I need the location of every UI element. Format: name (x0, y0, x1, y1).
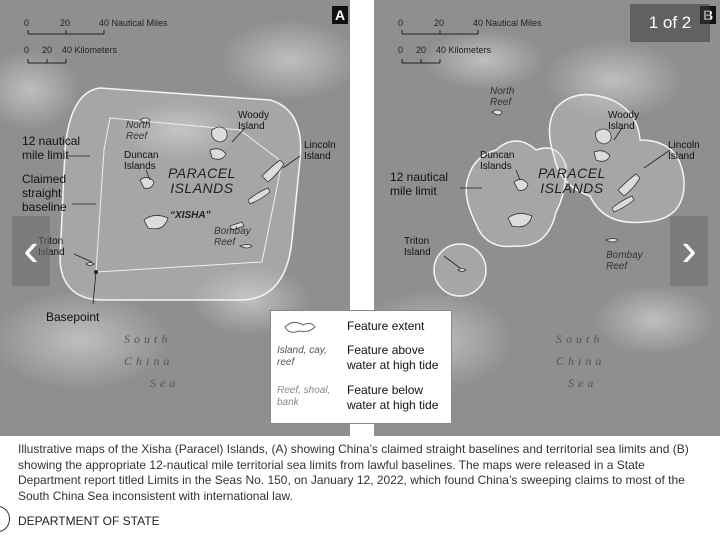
label-duncan-islands-b: Duncan Islands (480, 150, 515, 172)
chevron-left-icon[interactable]: ‹ (12, 216, 50, 286)
legend-reef-value: Feature below water at high tide (347, 383, 439, 412)
legend-island-key: Island, cay, reef (277, 345, 327, 368)
scale-nm-twenty: 20 (434, 18, 445, 28)
scale-km-forty: 40 Kilometers (62, 45, 118, 55)
scale-nm-forty: 40 Nautical Miles (99, 18, 168, 28)
scale-km-zero: 0 (398, 45, 404, 55)
label-basepoint: Basepoint (46, 310, 100, 324)
label-bombay-reef-a: Bombay Reef (214, 226, 251, 248)
scale-km-twenty: 20 (42, 45, 53, 55)
scale-nm-zero: 0 (398, 18, 404, 28)
label-xisha: “XISHA” (170, 210, 211, 221)
map-panel-b: B 0 20 40 Nautical Miles 0 20 40 Kilomet… (374, 0, 720, 436)
label-lincoln-island-a: Lincoln Island (304, 140, 336, 162)
label-north-reef-a: North Reef (126, 120, 151, 142)
label-claimed-baseline: Claimed straight baseline (22, 172, 67, 214)
sea-label-china-a: China (124, 354, 174, 368)
island-features (85, 117, 285, 266)
legend-feature-extent: Feature extent (347, 319, 425, 333)
label-woody-island-a: Woody Island (238, 110, 269, 132)
scale-km-zero: 0 (24, 45, 30, 55)
map-panel-a: A 0 20 40 Nautical Miles 0 20 40 Kilomet… (0, 0, 350, 436)
map-b-graphic (374, 0, 720, 436)
label-paracel-islands-a: PARACEL ISLANDS (168, 165, 236, 196)
label-woody-island-b: Woody Island (608, 110, 639, 132)
label-bombay-reef-b: Bombay Reef (606, 250, 643, 272)
label-lincoln-island-b: Lincoln Island (668, 140, 700, 162)
scale-km-forty: 40 Kilometers (436, 45, 492, 55)
circle-icon (0, 506, 10, 532)
panel-a-letter: A (332, 6, 348, 24)
label-triton-island-b: Triton Island (404, 236, 431, 258)
legend-island-value: Feature above water at high tide (347, 343, 439, 372)
label-triton-island-a: Triton Island (38, 236, 65, 258)
twelve-nm-limit-envelopes (433, 93, 685, 297)
chevron-right-icon[interactable]: › (670, 216, 708, 286)
sea-label-south-b: South (556, 332, 604, 346)
scale-km-twenty: 20 (416, 45, 427, 55)
sea-label-china-b: China (556, 354, 606, 368)
label-twelve-nm-limit-b: 12 nautical mile limit (390, 170, 449, 198)
sea-label-south-a: South (124, 332, 172, 346)
scale-nm-forty: 40 Nautical Miles (473, 18, 542, 28)
straight-baseline (95, 117, 283, 273)
scale-nm-twenty: 20 (60, 18, 71, 28)
legend-reef-key: Reef, shoal, bank (277, 385, 331, 408)
label-duncan-islands-a: Duncan Islands (124, 150, 159, 172)
island-features (457, 109, 641, 272)
sea-label-sea-a: Sea (150, 376, 180, 390)
twelve-nm-limit-line (59, 87, 302, 301)
feature-extent-icon (284, 321, 316, 333)
label-north-reef-b: North Reef (490, 86, 515, 108)
scale-nm-zero: 0 (24, 18, 30, 28)
map-legend: Feature extent Island, cay, reef Feature… (270, 310, 452, 424)
photo-credit: DEPARTMENT OF STATE (18, 514, 160, 528)
map-a-graphic (0, 0, 350, 436)
label-twelve-nm-limit-a: 12 nautical mile limit (22, 134, 81, 162)
gallery-counter: 1 of 2 (630, 4, 710, 42)
sea-label-sea-b: Sea (568, 376, 598, 390)
label-paracel-islands-b: PARACEL ISLANDS (538, 165, 606, 196)
figure-caption: Illustrative maps of the Xisha (Paracel)… (18, 442, 689, 503)
